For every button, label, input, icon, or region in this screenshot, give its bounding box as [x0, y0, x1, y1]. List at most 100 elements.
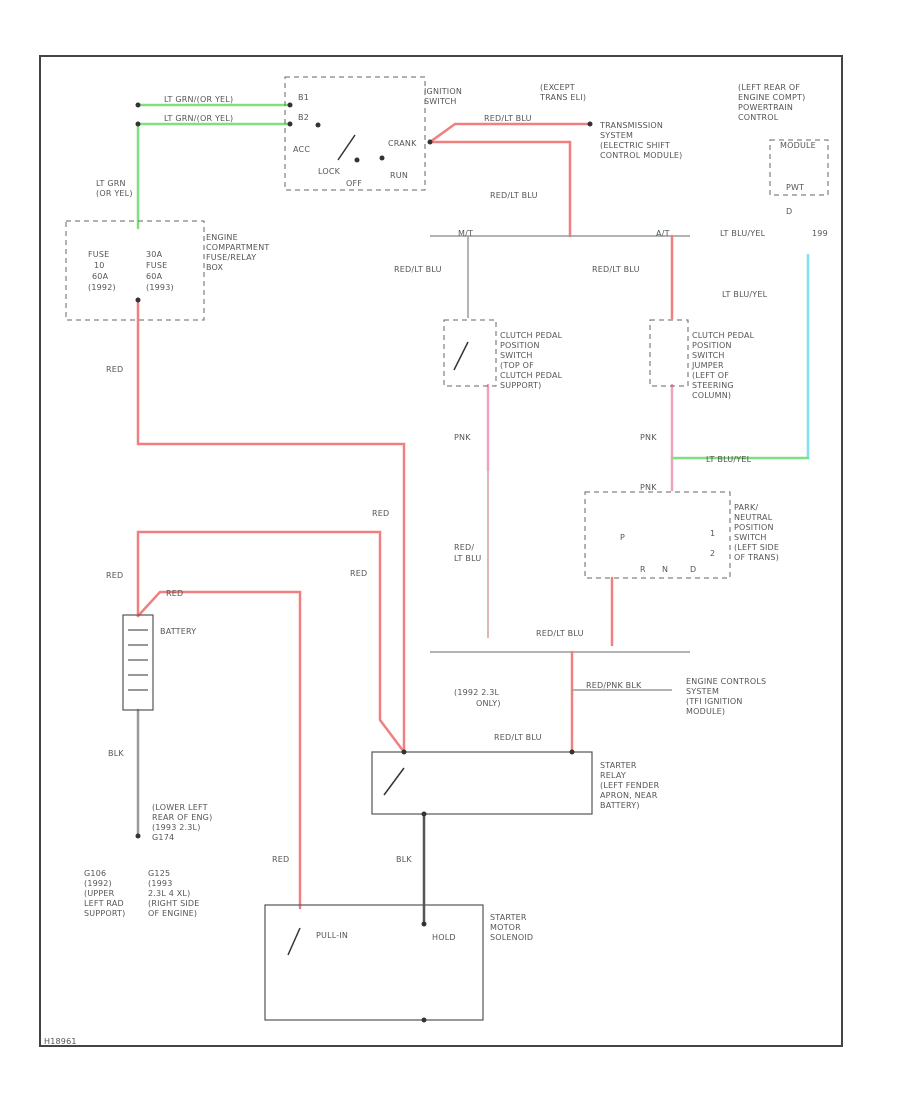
label-fuse-7: 60A [146, 272, 163, 281]
label-pcm-pin: PWT [786, 183, 804, 192]
label-battery: BATTERY [160, 627, 196, 636]
label-g-left-5: SUPPORT) [84, 909, 125, 918]
label-clutch-4: (TOP OF [500, 361, 534, 370]
label-wire-red-b: RED [106, 571, 123, 580]
label-g-left-3: (UPPER [84, 889, 115, 898]
relay-node-red [401, 749, 407, 755]
jumper-box [649, 319, 689, 387]
node-trans [587, 121, 593, 127]
label-pcm-4: CONTROL [738, 113, 779, 122]
node-ltgrn-1 [135, 102, 141, 108]
battery-cell [122, 614, 154, 711]
label-relay-5: BATTERY) [600, 801, 640, 810]
label-ign-crank: CRANK [388, 139, 417, 148]
label-ign-title-1: IGNITION [424, 87, 462, 96]
label-jumper-4: JUMPER [691, 361, 724, 370]
label-pnp-pnk: PNK [640, 483, 657, 492]
pcm-box [769, 139, 829, 196]
ign-terminal-run [379, 155, 385, 161]
label-except-2: TRANS ELI) [539, 93, 586, 102]
label-g-right-3: 2.3L 4 XL) [148, 889, 190, 898]
label-wire-ltbluyel-num: 199 [812, 229, 828, 238]
label-ign-acc: ACC [293, 145, 310, 154]
label-ign-run: RUN [390, 171, 408, 180]
label-yr-1: (1992 2.3L [454, 688, 500, 697]
label-fuse-5: 30A [146, 250, 163, 259]
label-wire-ltgrn-left-1: LT GRN [96, 179, 126, 188]
label-wire-blk-bat: BLK [108, 749, 124, 758]
label-wire-ltbluyel-h: LT BLU/YEL [706, 455, 752, 464]
label-wire-redpnk: RED/PNK BLK [586, 681, 642, 690]
label-relay-3: (LEFT FENDER [600, 781, 660, 790]
label-trans-4: CONTROL MODULE) [600, 151, 682, 160]
label-pcm-1: (LEFT REAR OF [738, 83, 800, 92]
label-yr-2: ONLY) [476, 699, 501, 708]
label-fuse-2: 10 [94, 261, 105, 270]
label-fuse-4: (1992) [88, 283, 116, 292]
label-relay-2: RELAY [600, 771, 626, 780]
label-pcm-3: POWERTRAIN [738, 103, 793, 112]
label-ground-2: REAR OF ENG) [152, 813, 212, 822]
label-jumper-1: CLUTCH PEDAL [692, 331, 755, 340]
label-sol-1: STARTER [490, 913, 527, 922]
label-wire-red-ltblu-v: RED/ [454, 543, 474, 552]
wire-red-battery-relay [136, 530, 406, 754]
label-wire-ltgrn-2: LT GRN/(OR YEL) [164, 114, 233, 123]
pnp-switch-box [584, 491, 731, 579]
label-ign-b2: B2 [298, 113, 309, 122]
label-pnp-r: R [640, 565, 646, 574]
label-clutch-3: SWITCH [500, 351, 533, 360]
label-fuse-box-3: FUSE/RELAY [206, 253, 256, 262]
label-clutch-5: CLUTCH PEDAL [500, 371, 563, 380]
solenoid-node-ground [421, 1017, 427, 1023]
label-wire-red-ltblu-bus: RED/LT BLU [536, 629, 584, 638]
label-g-right-5: OF ENGINE) [148, 909, 197, 918]
label-wire-red-ltblu-mid: RED/LT BLU [490, 191, 538, 200]
label-fuse-box-2: COMPARTMENT [206, 243, 269, 252]
wire-red-battery-sol [136, 590, 302, 910]
starter-relay-box [371, 751, 593, 815]
label-pnp-2g: 2 [710, 549, 715, 558]
label-sol-2: MOTOR [490, 923, 521, 932]
label-jumper-6: STEERING [692, 381, 734, 390]
node-ltgrn-2 [135, 121, 141, 127]
label-ecs-1: ENGINE CONTROLS [686, 677, 766, 686]
label-wire-pnk-l: PNK [454, 433, 471, 442]
label-wire-ltgrn-1: LT GRN/(OR YEL) [164, 95, 233, 104]
label-pnp-4: SWITCH [734, 533, 767, 542]
label-trans-1: TRANSMISSION [599, 121, 663, 130]
label-clutch-6: SUPPORT) [500, 381, 541, 390]
label-ecs-4: MODULE) [686, 707, 725, 716]
label-jumper-7: COLUMN) [692, 391, 731, 400]
label-branch-mt: M/T [458, 229, 473, 238]
label-fuse-1: FUSE [88, 250, 109, 259]
label-g-left-2: (1992) [84, 879, 112, 888]
wire-red-main [136, 298, 406, 754]
wire-red-ltblu-down [428, 140, 572, 238]
diagram-frame [39, 55, 843, 1047]
ign-terminal-crank [427, 139, 433, 145]
label-pnp-5: (LEFT SIDE [734, 543, 779, 552]
label-ign-b1: B1 [298, 93, 309, 102]
label-except-1: (EXCEPT [540, 83, 575, 92]
label-wire-ltbluyel-2: LT BLU/YEL [722, 290, 768, 299]
label-trans-2: SYSTEM [600, 131, 633, 140]
starter-solenoid-box [264, 904, 484, 1021]
label-pcm-5: MODULE [780, 141, 816, 150]
relay-node-blk [421, 811, 427, 817]
label-pin-d: D [786, 207, 792, 216]
label-g-right-4: (RIGHT SIDE [148, 899, 200, 908]
label-pnp-2: NEUTRAL [734, 513, 773, 522]
label-pnp-n: N [662, 565, 668, 574]
label-g-left-4: LEFT RAD [84, 899, 124, 908]
label-wire-red-ltblu-top: RED/LT BLU [484, 114, 532, 123]
solenoid-node-hold [421, 921, 427, 927]
label-pnp-1: PARK/ [734, 503, 758, 512]
relay-contact [383, 767, 405, 796]
label-clutch-1: CLUTCH PEDAL [500, 331, 563, 340]
ign-terminal-b2 [287, 121, 293, 127]
label-pnp-3: POSITION [734, 523, 774, 532]
ign-terminal-off [354, 157, 360, 163]
ground-node-left [135, 833, 141, 839]
fuse-node [135, 297, 141, 303]
